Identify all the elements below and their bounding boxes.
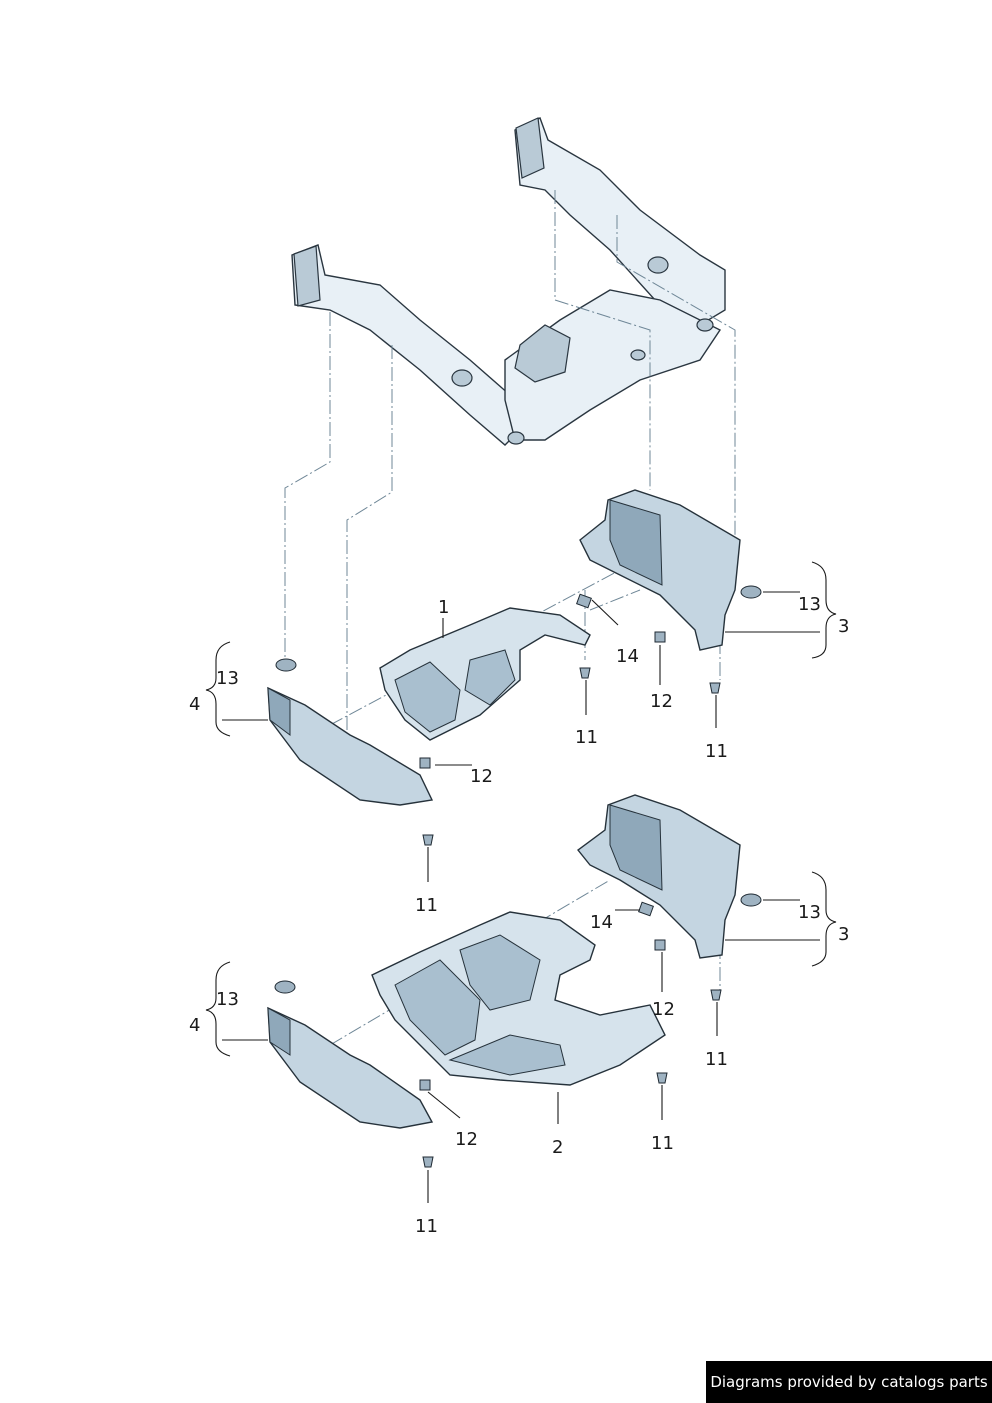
fasteners bbox=[274, 585, 762, 1168]
callout-label: 13 bbox=[798, 902, 821, 923]
callout-label: 12 bbox=[470, 766, 493, 787]
part-3-guard-lower bbox=[576, 794, 741, 959]
subframe-right-arm bbox=[514, 117, 726, 326]
callout-label: 11 bbox=[705, 1049, 728, 1070]
part-4-guard-upper bbox=[267, 686, 434, 806]
callout-label: 12 bbox=[650, 691, 673, 712]
washer-13 bbox=[274, 980, 296, 994]
part-1-shield bbox=[379, 607, 591, 741]
callout-label: 3 bbox=[838, 616, 849, 637]
callout-label: 4 bbox=[189, 694, 200, 715]
callout-label: 11 bbox=[575, 727, 598, 748]
bolt-11 bbox=[422, 834, 434, 846]
washer-13 bbox=[740, 893, 762, 907]
callout-label: 3 bbox=[838, 924, 849, 945]
callout-label: 11 bbox=[705, 741, 728, 762]
bracket-part-3-lower bbox=[811, 871, 837, 967]
washer-13 bbox=[275, 658, 297, 672]
bracket-part-3-upper bbox=[811, 561, 837, 659]
bracket-part-4-upper bbox=[205, 641, 231, 737]
callout-label: 11 bbox=[415, 1216, 438, 1237]
callout-label: 2 bbox=[552, 1137, 563, 1158]
subframe-bushing bbox=[630, 349, 646, 361]
subframe-left-arm bbox=[291, 244, 521, 446]
bolt-11 bbox=[579, 667, 591, 679]
subframe-bushing bbox=[647, 256, 669, 274]
subframe-center-pocket bbox=[514, 324, 571, 383]
bolt-11 bbox=[656, 1072, 668, 1084]
group-brackets bbox=[205, 561, 837, 1057]
callout-label: 14 bbox=[616, 646, 639, 667]
callout-label: 4 bbox=[189, 1015, 200, 1036]
callout-label: 14 bbox=[590, 912, 613, 933]
nut-12 bbox=[419, 757, 431, 769]
part-3-guard-upper bbox=[579, 489, 741, 651]
callout-label: 12 bbox=[455, 1129, 478, 1150]
subframe-right-mount bbox=[515, 117, 545, 179]
attribution-text: Diagrams provided by catalogs parts bbox=[710, 1373, 988, 1391]
callout-label: 1 bbox=[438, 597, 449, 618]
callout-labels: 1 13 3 14 13 4 12 11 11 12 11 11 14 13 3… bbox=[189, 594, 849, 1237]
leader-lines bbox=[222, 591, 820, 1203]
washer-13 bbox=[740, 585, 762, 599]
clip-14 bbox=[638, 901, 654, 917]
callout-label: 11 bbox=[415, 895, 438, 916]
clip-14 bbox=[576, 593, 592, 609]
nut-12 bbox=[654, 631, 666, 643]
subframe-left-mount bbox=[293, 245, 321, 307]
nut-12 bbox=[419, 1079, 431, 1091]
callout-label: 12 bbox=[652, 999, 675, 1020]
bolt-11 bbox=[710, 989, 722, 1001]
bracket-part-4-lower bbox=[205, 961, 231, 1057]
bolt-11 bbox=[709, 682, 721, 694]
callout-label: 13 bbox=[216, 668, 239, 689]
bolt-11 bbox=[422, 1156, 434, 1168]
callout-label: 11 bbox=[651, 1133, 674, 1154]
callout-label: 13 bbox=[216, 989, 239, 1010]
subframe-bushing bbox=[696, 318, 714, 332]
nut-12 bbox=[654, 939, 666, 951]
callout-label: 13 bbox=[798, 594, 821, 615]
part-2-shield bbox=[371, 911, 666, 1086]
attribution-banner: Diagrams provided by catalogs parts bbox=[706, 1361, 992, 1403]
part-4-guard-lower bbox=[267, 1006, 434, 1129]
subframe-bushing bbox=[507, 431, 525, 445]
subframe-illustration bbox=[291, 117, 726, 446]
subframe-bushing bbox=[451, 369, 473, 387]
